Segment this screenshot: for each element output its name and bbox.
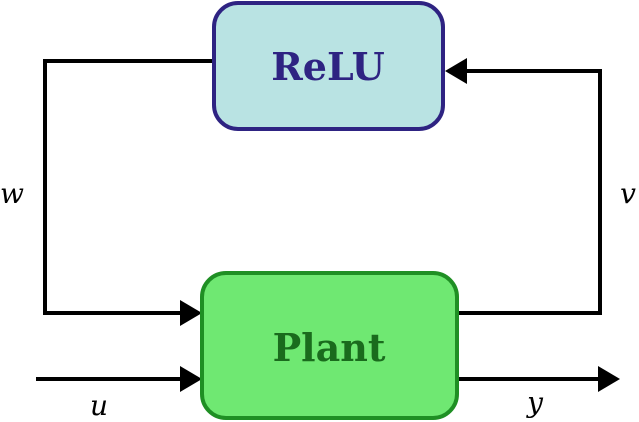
- signal-label-y: y: [525, 386, 544, 419]
- arrowhead-v: [445, 58, 467, 84]
- signal-label-v: v: [620, 177, 636, 210]
- plant-block-label: Plant: [273, 325, 386, 370]
- arrowhead-u: [180, 366, 202, 392]
- signal-label-w: w: [0, 177, 24, 210]
- arrowhead-w: [180, 300, 202, 326]
- wire-w: [43, 59, 214, 315]
- relu-block: [212, 1, 445, 131]
- plant-block: [200, 271, 459, 420]
- signal-label-u: u: [90, 389, 108, 422]
- wire-v: [457, 69, 602, 315]
- arrowhead-y: [598, 366, 620, 392]
- relu-block-label: ReLU: [271, 44, 385, 89]
